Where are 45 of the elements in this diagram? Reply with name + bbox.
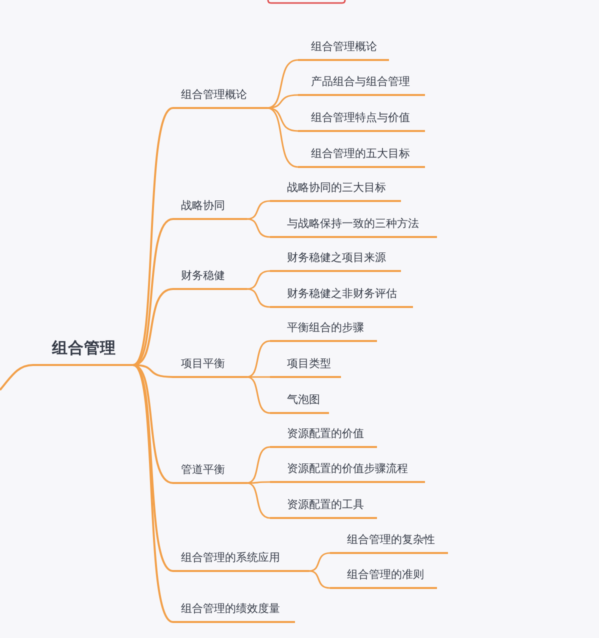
- subtopic: 财务稳健之非财务评估: [270, 282, 413, 308]
- branch-line: [246, 446, 270, 484]
- branch-line: [132, 288, 174, 366]
- subtopic: 财务稳健之项目来源: [270, 246, 401, 272]
- branch-line: [132, 107, 174, 366]
- subtopic: 资源配置的价值步骤流程: [270, 457, 425, 483]
- branch-line: [308, 570, 330, 589]
- branch-line: [132, 218, 174, 366]
- branch-line: [266, 107, 298, 168]
- branch-topic: 组合管理的绩效度量: [173, 597, 295, 623]
- branch-line: [246, 482, 270, 519]
- branch-line: [308, 552, 330, 572]
- subtopic: 气泡图: [270, 388, 329, 414]
- subtopic: 组合管理特点与价值: [298, 106, 425, 132]
- subtopic: 与战略保持一致的三种方法: [270, 212, 437, 238]
- branch-topic: 项目平衡: [173, 352, 247, 378]
- branch-line: [0, 364, 34, 391]
- subtopic: 组合管理的复杂性: [330, 528, 448, 554]
- subtopic: 组合管理概论: [298, 35, 389, 61]
- subtopic: 组合管理的准则: [330, 563, 437, 589]
- branch-line: [132, 364, 174, 484]
- central-topic: 组合管理: [33, 332, 133, 366]
- subtopic: 平衡组合的步骤: [270, 316, 377, 342]
- branch-line: [266, 94, 298, 109]
- branch-topic: 组合管理概论: [173, 83, 267, 109]
- branch-line: [246, 270, 270, 290]
- branch-line: [246, 340, 270, 378]
- subtopic: 组合管理的五大目标: [298, 142, 425, 168]
- branch-topic: 财务稳健: [173, 264, 247, 290]
- branch-line: [246, 376, 270, 414]
- branch-line: [246, 218, 270, 238]
- subtopic: 资源配置的价值: [270, 422, 377, 448]
- subtopic: 资源配置的工具: [270, 493, 377, 519]
- subtopic: 项目类型: [270, 352, 341, 378]
- branch-line: [246, 288, 270, 308]
- branch-topic: 战略协同: [173, 194, 247, 220]
- branch-line: [247, 481, 270, 484]
- branch-line: [266, 107, 298, 132]
- branch-line: [246, 200, 270, 220]
- branch-line: [247, 376, 270, 378]
- branch-topic: 管道平衡: [173, 458, 247, 484]
- branch-topic: 组合管理的系统应用: [173, 546, 309, 572]
- subtopic: 产品组合与组合管理: [298, 70, 425, 96]
- branch-line: [132, 364, 174, 623]
- subtopic: 战略协同的三大目标: [270, 176, 401, 202]
